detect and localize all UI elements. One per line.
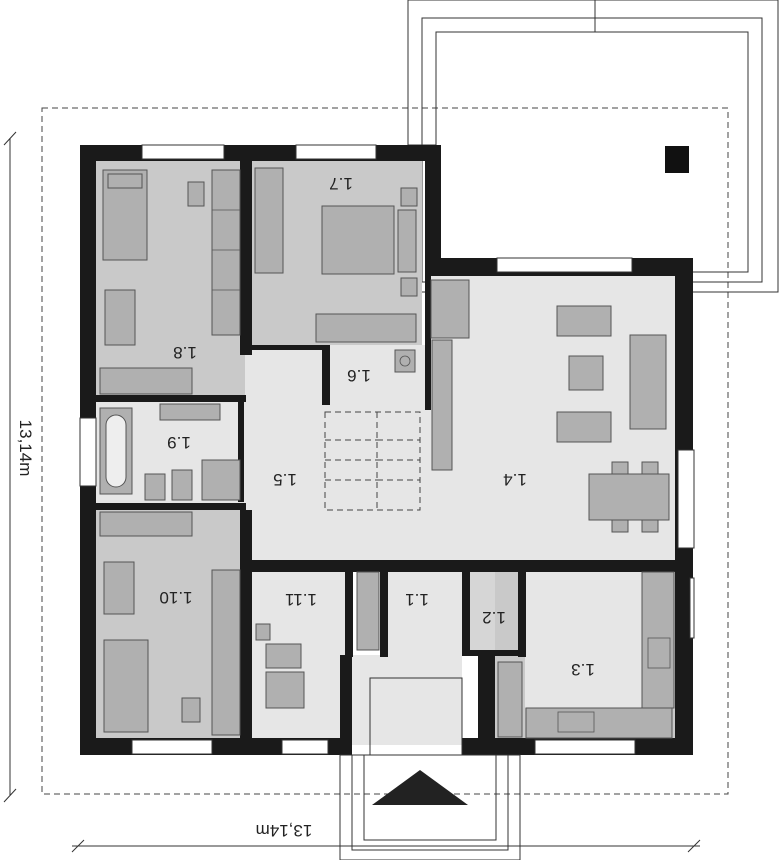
furniture-bathroom-19 xyxy=(99,403,241,501)
staircase xyxy=(324,411,421,511)
furniture-room-111 xyxy=(255,623,305,709)
roof-outline xyxy=(41,107,729,795)
windows xyxy=(79,144,695,755)
terrace-post xyxy=(665,146,689,173)
furniture-hall-11 xyxy=(356,571,380,651)
furniture-room-16 xyxy=(394,349,416,373)
dimension-horizontal xyxy=(71,839,701,853)
furniture-living-14 xyxy=(430,279,670,533)
room-label-18: 1.8 xyxy=(173,343,197,362)
room-label-13: 1.3 xyxy=(571,660,595,679)
dimension-vertical xyxy=(3,131,17,803)
terrace-outline xyxy=(407,0,779,293)
interior-walls xyxy=(96,145,682,740)
room-label-15: 1.5 xyxy=(273,470,297,489)
room-label-17: 1.7 xyxy=(329,174,353,193)
entrance-arrow-icon xyxy=(372,770,468,805)
room-label-11: 1.1 xyxy=(405,590,429,609)
room-label-19: 1.9 xyxy=(167,433,191,452)
height-dimension-label: 13,14m xyxy=(16,420,35,477)
room-label-16: 1.6 xyxy=(347,366,371,385)
width-dimension-label: 13,14m xyxy=(256,821,313,840)
furniture-bedroom-18 xyxy=(99,169,241,395)
room-label-12: 1.2 xyxy=(482,608,506,627)
furniture-bedroom-17 xyxy=(254,167,418,343)
room-label-14: 1.4 xyxy=(503,470,527,489)
entrance-porch xyxy=(339,677,521,860)
furniture-kitchen-13 xyxy=(497,571,675,739)
furniture-bedroom-110 xyxy=(99,511,241,736)
room-label-111: 1.11 xyxy=(285,590,317,609)
room-label-110: 1.10 xyxy=(159,588,192,607)
